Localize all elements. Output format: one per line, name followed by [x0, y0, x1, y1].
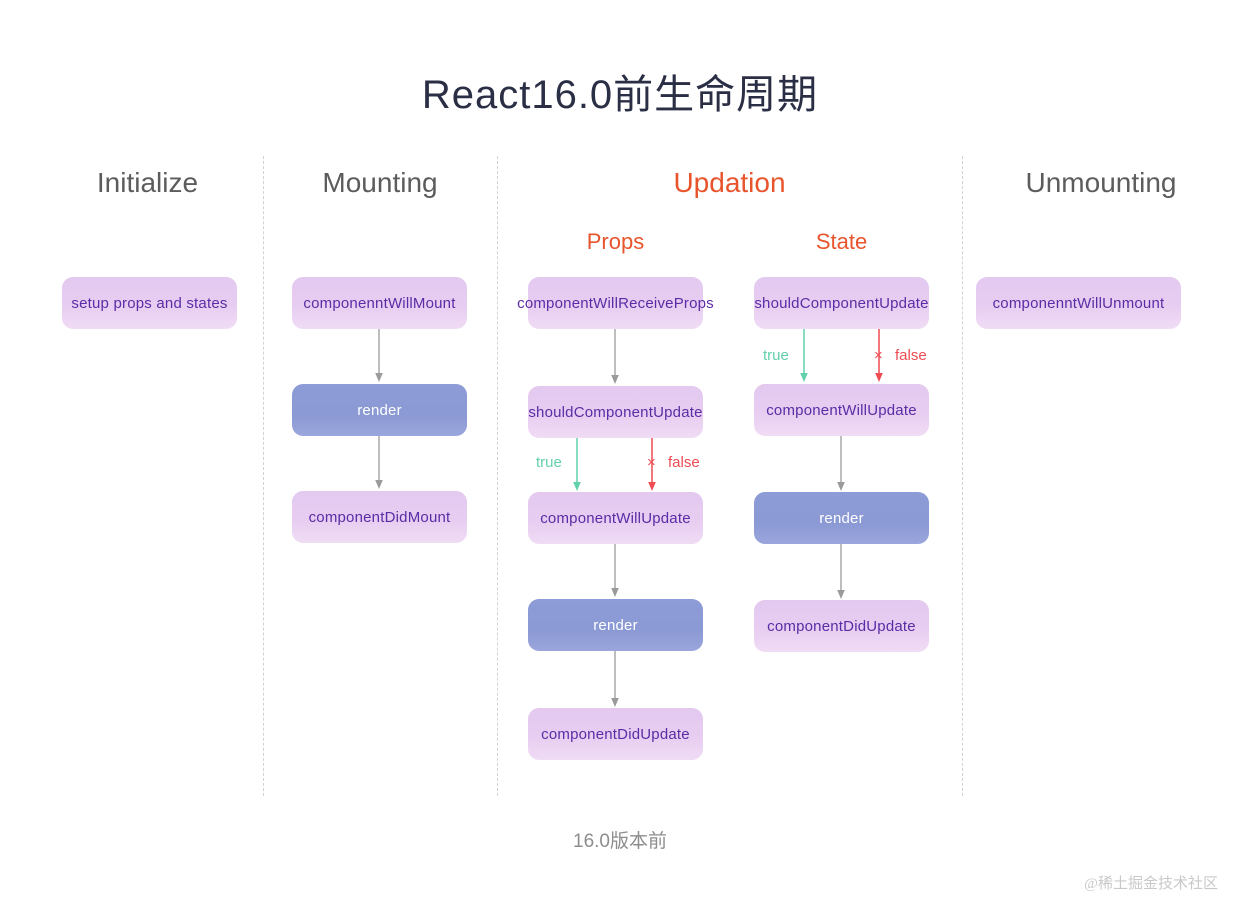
arrow-props-false [645, 438, 659, 492]
branch-label-props-true: true [536, 454, 562, 471]
arrow-props-1 [608, 329, 622, 385]
arrow-props-2 [608, 544, 622, 598]
node-componentdidmount[interactable]: componentDidMount [292, 491, 467, 543]
node-state-componentwillupdate[interactable]: componentWillUpdate [754, 384, 929, 436]
arrow-state-false [872, 329, 886, 383]
branch-label-props-false: false [668, 454, 700, 471]
column-divider-1 [263, 156, 264, 796]
branch-label-state-true: true [763, 347, 789, 364]
arrow-mounting-1 [372, 329, 386, 383]
node-props-componentdidupdate[interactable]: componentDidUpdate [528, 708, 703, 760]
column-divider-3 [962, 156, 963, 796]
node-mounting-render[interactable]: render [292, 384, 467, 436]
arrow-state-2 [834, 544, 848, 600]
arrow-props-true [570, 438, 584, 492]
column-heading-updation: Updation [673, 167, 786, 198]
column-heading-unmounting: Unmounting [1025, 167, 1177, 198]
subcolumn-heading-state: State [815, 229, 868, 254]
arrow-props-3 [608, 651, 622, 708]
footer-note: 16.0版本前 [573, 831, 667, 852]
node-props-componentwillupdate[interactable]: componentWillUpdate [528, 492, 703, 544]
node-props-render[interactable]: render [528, 599, 703, 651]
node-componentwillmount[interactable]: componenntWillMount [292, 277, 467, 329]
branch-label-state-false: false [895, 347, 927, 364]
node-componentwillreceiveprops[interactable]: componentWillReceiveProps [517, 277, 714, 329]
column-divider-2 [497, 156, 498, 796]
props-false-x-icon: × [647, 454, 656, 471]
node-setup-props-and-states[interactable]: setup props and states [62, 277, 237, 329]
arrow-state-1 [834, 436, 848, 492]
state-false-x-icon: × [874, 347, 883, 364]
arrow-mounting-2 [372, 436, 386, 490]
column-heading-initialize: Initialize [96, 167, 199, 198]
column-heading-mounting: Mounting [322, 167, 438, 198]
node-componentwillunmount[interactable]: componenntWillUnmount [976, 277, 1181, 329]
node-props-shouldcomponentupdate[interactable]: shouldComponentUpdate [528, 386, 703, 438]
watermark: @稀土掘金技术社区 [1084, 876, 1218, 892]
arrow-state-true [797, 329, 811, 383]
page-title: React16.0前生命周期 [421, 73, 819, 117]
node-state-render[interactable]: render [754, 492, 929, 544]
node-state-shouldcomponentupdate[interactable]: shouldComponentUpdate [754, 277, 929, 329]
subcolumn-heading-props: Props [586, 229, 645, 254]
node-state-componentdidupdate[interactable]: componentDidUpdate [754, 600, 929, 652]
